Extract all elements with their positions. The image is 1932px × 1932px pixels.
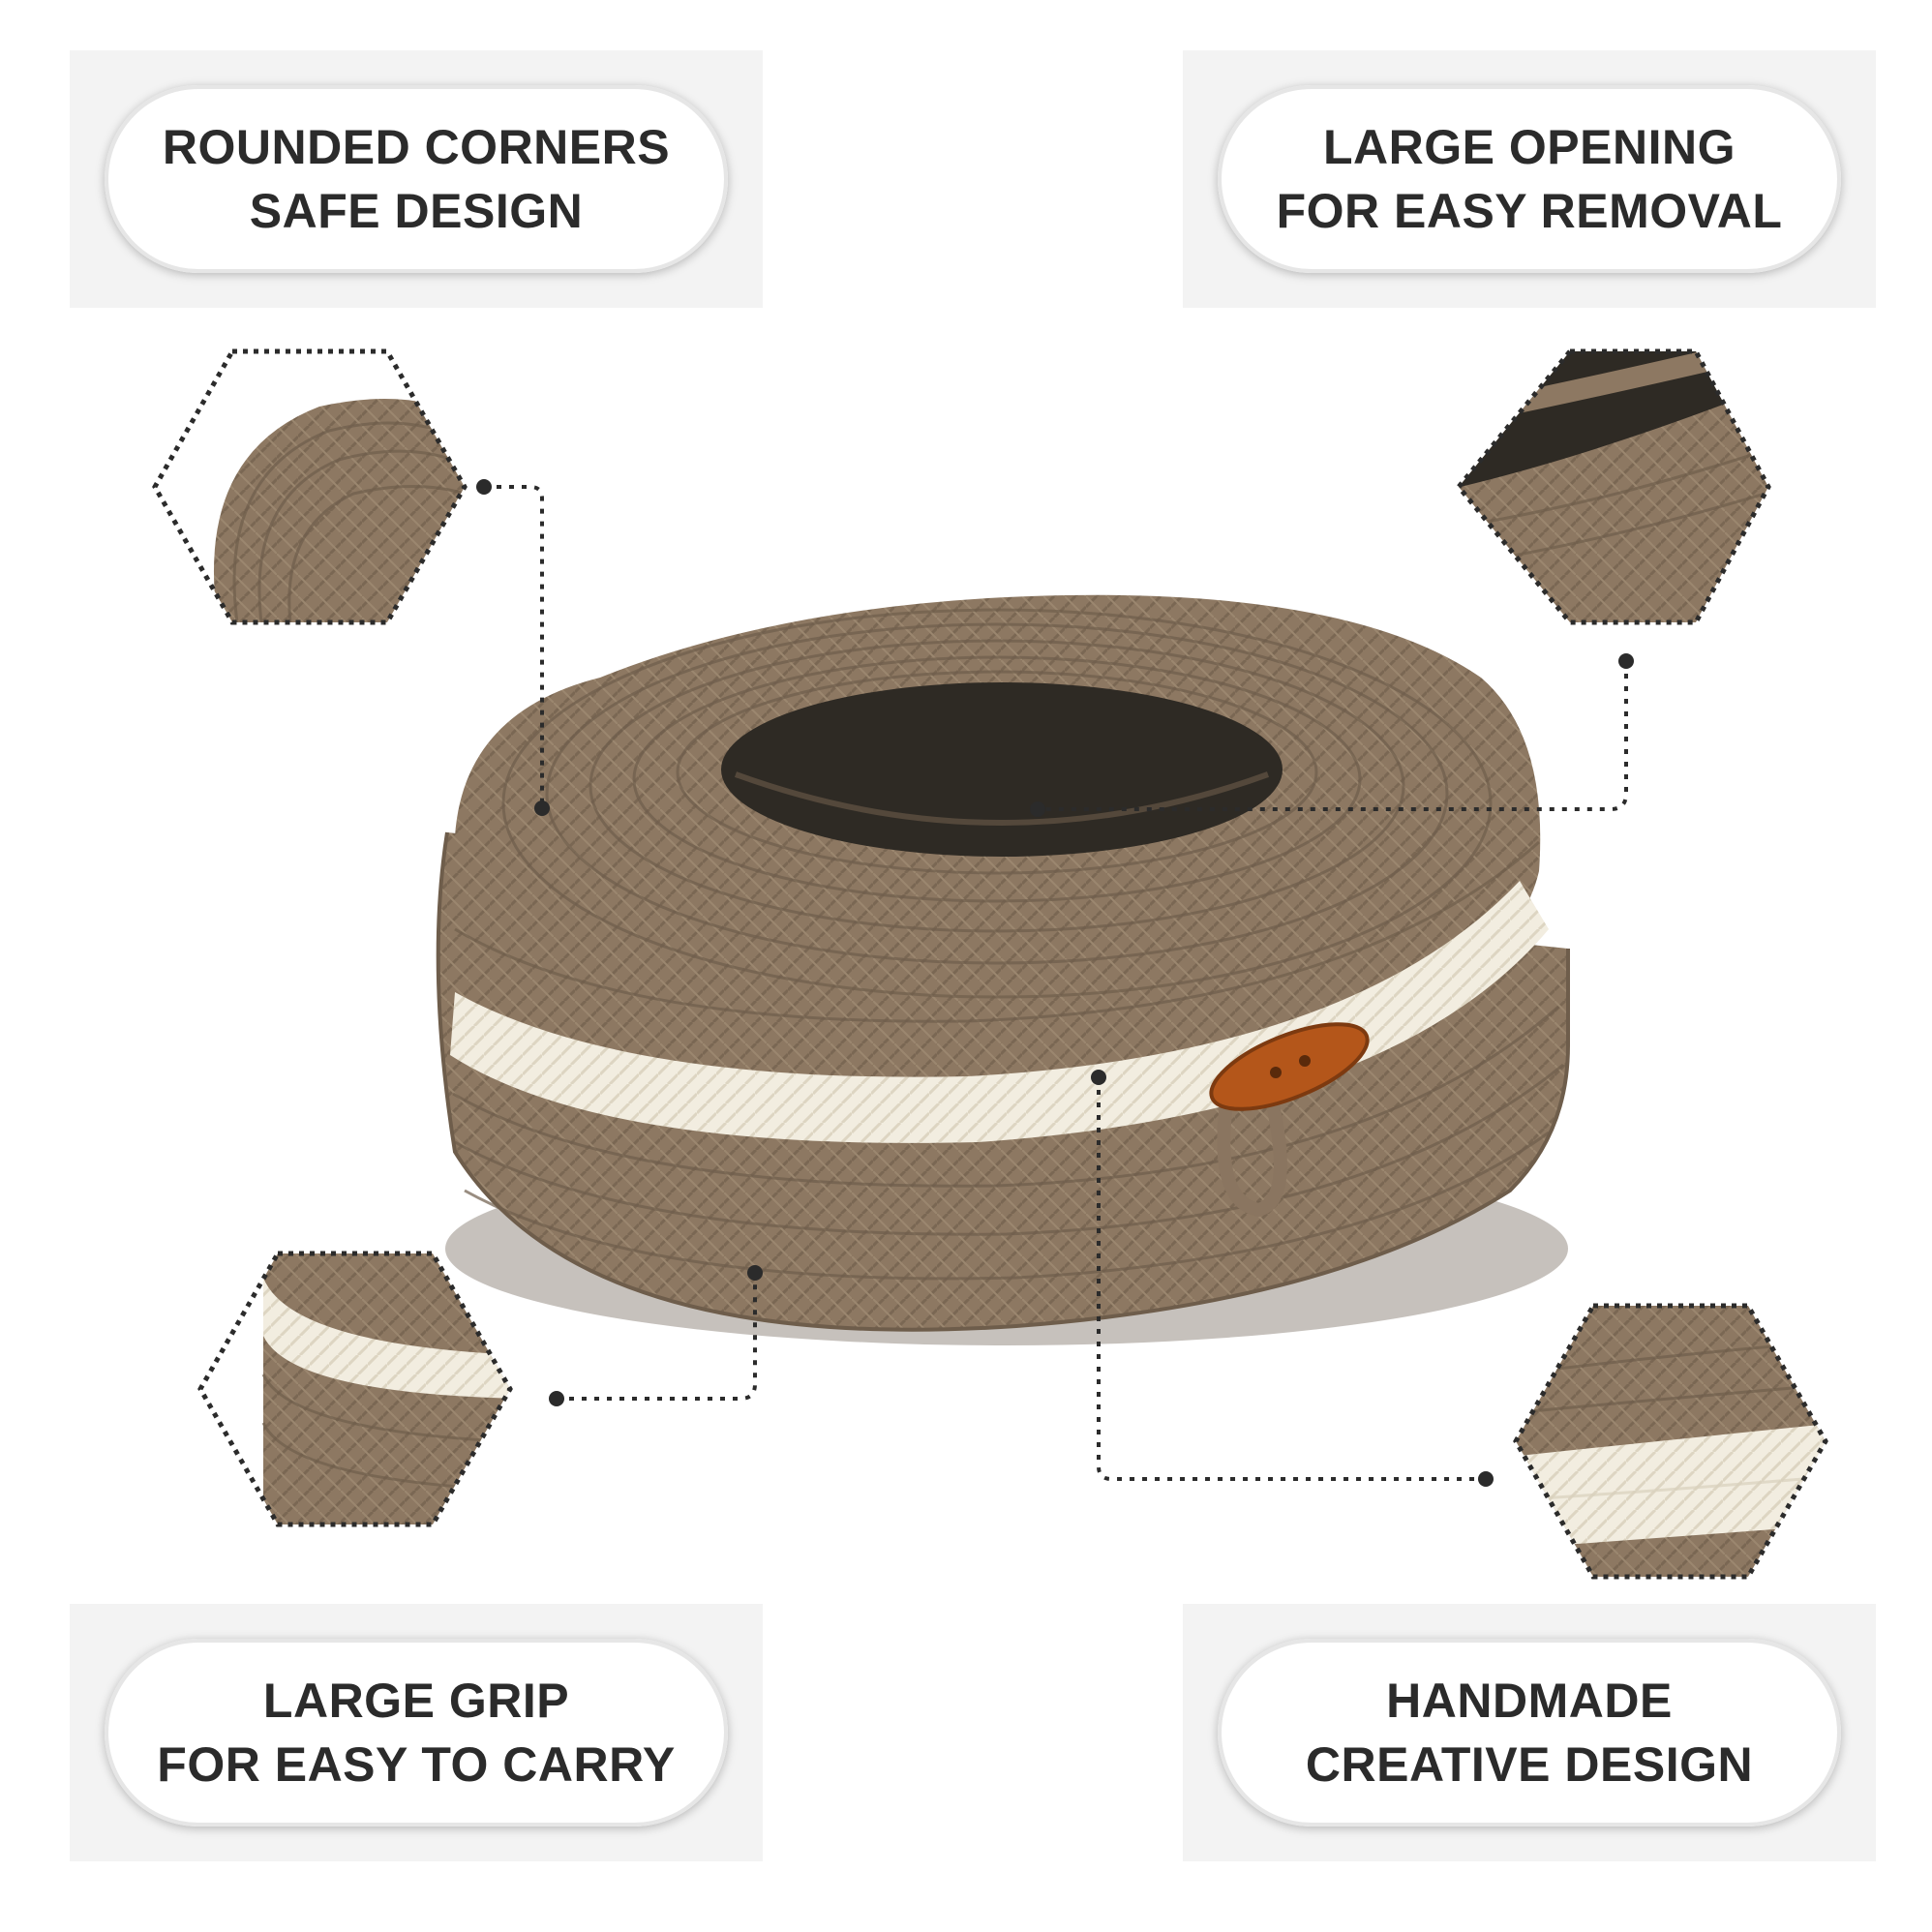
callout-connectors [484, 485, 1628, 1481]
detail-hexagon-handmade [1513, 1303, 1828, 1580]
tissue-basket [436, 594, 1570, 1345]
feature-title: ROUNDED CORNERS [162, 120, 671, 174]
callout-dots [476, 479, 1634, 1487]
feature-subtitle: FOR EASY REMOVAL [1276, 184, 1783, 238]
toggle-button [1209, 1022, 1370, 1111]
feature-subtitle: FOR EASY TO CARRY [157, 1737, 676, 1792]
feature-title: LARGE GRIP [262, 1674, 570, 1728]
feature-subtitle: SAFE DESIGN [249, 184, 584, 238]
feature-title: LARGE OPENING [1323, 120, 1736, 174]
detail-hexagon-grip [197, 1251, 513, 1527]
feature-subtitle: CREATIVE DESIGN [1305, 1737, 1754, 1792]
feature-label-handmade: HANDMADE CREATIVE DESIGN [1218, 1639, 1841, 1826]
feature-label-large-opening: LARGE OPENING FOR EASY REMOVAL [1218, 85, 1841, 273]
feature-label-rounded-corners: ROUNDED CORNERS SAFE DESIGN [105, 85, 728, 273]
detail-hexagon-opening [1455, 348, 1771, 625]
detail-hexagon-rounded-corner [152, 348, 468, 625]
feature-title: HANDMADE [1386, 1674, 1673, 1728]
feature-label-large-grip: LARGE GRIP FOR EASY TO CARRY [105, 1639, 728, 1826]
